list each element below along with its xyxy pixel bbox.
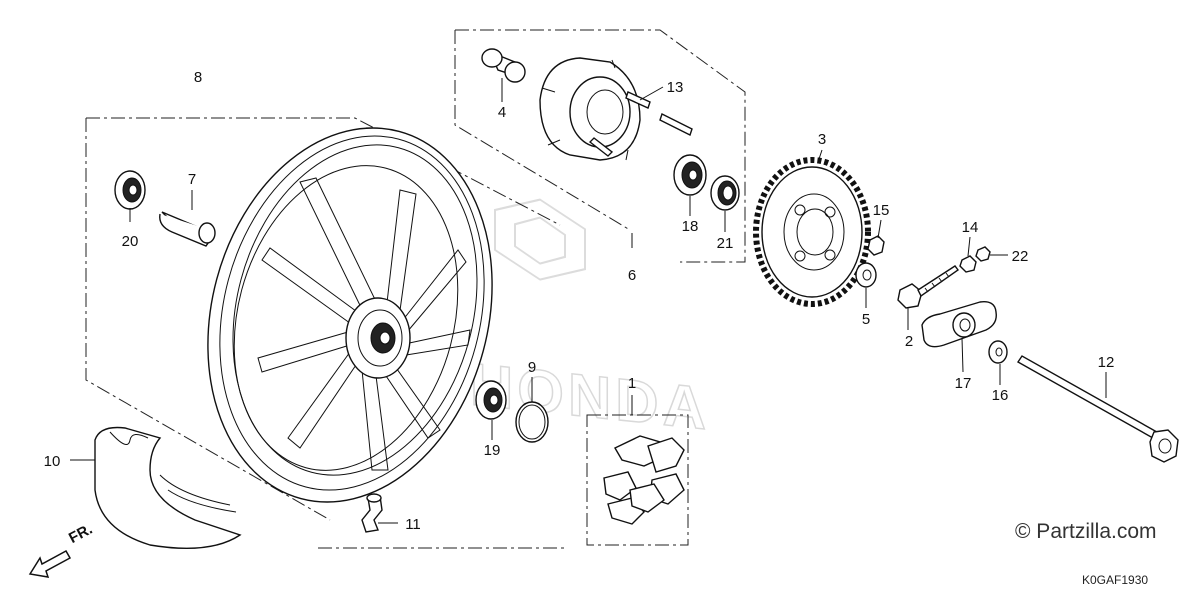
- front-direction-arrow-icon: [28, 549, 72, 578]
- bearing-20: [114, 170, 146, 210]
- callout-10: 10: [44, 453, 61, 470]
- diagram-code: K0GAF1930: [1082, 573, 1149, 587]
- callout-9: 9: [528, 359, 536, 376]
- oil-seal-21: [710, 175, 740, 211]
- callout-20: 20: [122, 233, 139, 250]
- o-ring-9: [515, 401, 549, 443]
- callout-13: 13: [667, 79, 684, 96]
- callout-14: 14: [962, 219, 979, 236]
- adjusting-bolt-2: [897, 265, 959, 309]
- washer-5: [855, 262, 877, 288]
- rim-band-10: [94, 426, 242, 549]
- bearing-19: [475, 380, 507, 420]
- callout-19: 19: [484, 442, 501, 459]
- spacer-7: [159, 211, 216, 247]
- callout-numbers: 1 2 3 4 5 6 7 8 9 10 11 12 13 14 15 16 1…: [44, 69, 1115, 533]
- collar-4: [481, 48, 526, 83]
- callout-2: 2: [905, 333, 913, 350]
- callout-21: 21: [717, 235, 734, 252]
- callout-12: 12: [1098, 354, 1115, 371]
- callout-11: 11: [405, 516, 421, 533]
- callout-3: 3: [818, 131, 826, 148]
- bearing-18: [673, 154, 707, 196]
- nut-14: [959, 255, 977, 273]
- callout-15: 15: [873, 202, 890, 219]
- final-driven-sprocket-3: [753, 157, 871, 307]
- callout-1: 1: [628, 375, 636, 392]
- rear-axle-12: [1016, 355, 1179, 463]
- callout-17: 17: [955, 375, 972, 392]
- boundary-lines: [85, 29, 746, 549]
- callout-4: 4: [498, 104, 506, 121]
- callout-5: 5: [862, 311, 870, 328]
- tire-valve-11: [361, 493, 383, 533]
- copyright-credit: © Partzilla.com: [1015, 520, 1157, 543]
- callout-6: 6: [628, 267, 636, 284]
- callout-16: 16: [992, 387, 1009, 404]
- callout-7: 7: [188, 171, 196, 188]
- nut-22: [975, 246, 991, 262]
- callout-22: 22: [1012, 248, 1029, 265]
- rear-wheel: [207, 127, 493, 503]
- washer-16: [988, 340, 1008, 364]
- callout-18: 18: [682, 218, 699, 235]
- callout-8: 8: [194, 69, 202, 86]
- nut-15: [867, 235, 885, 256]
- leader-lines: [70, 78, 1107, 524]
- hub-flange-13: [539, 57, 693, 161]
- wheel-damper-rubber-1: [603, 435, 685, 525]
- chain-adjuster-17: [921, 301, 997, 348]
